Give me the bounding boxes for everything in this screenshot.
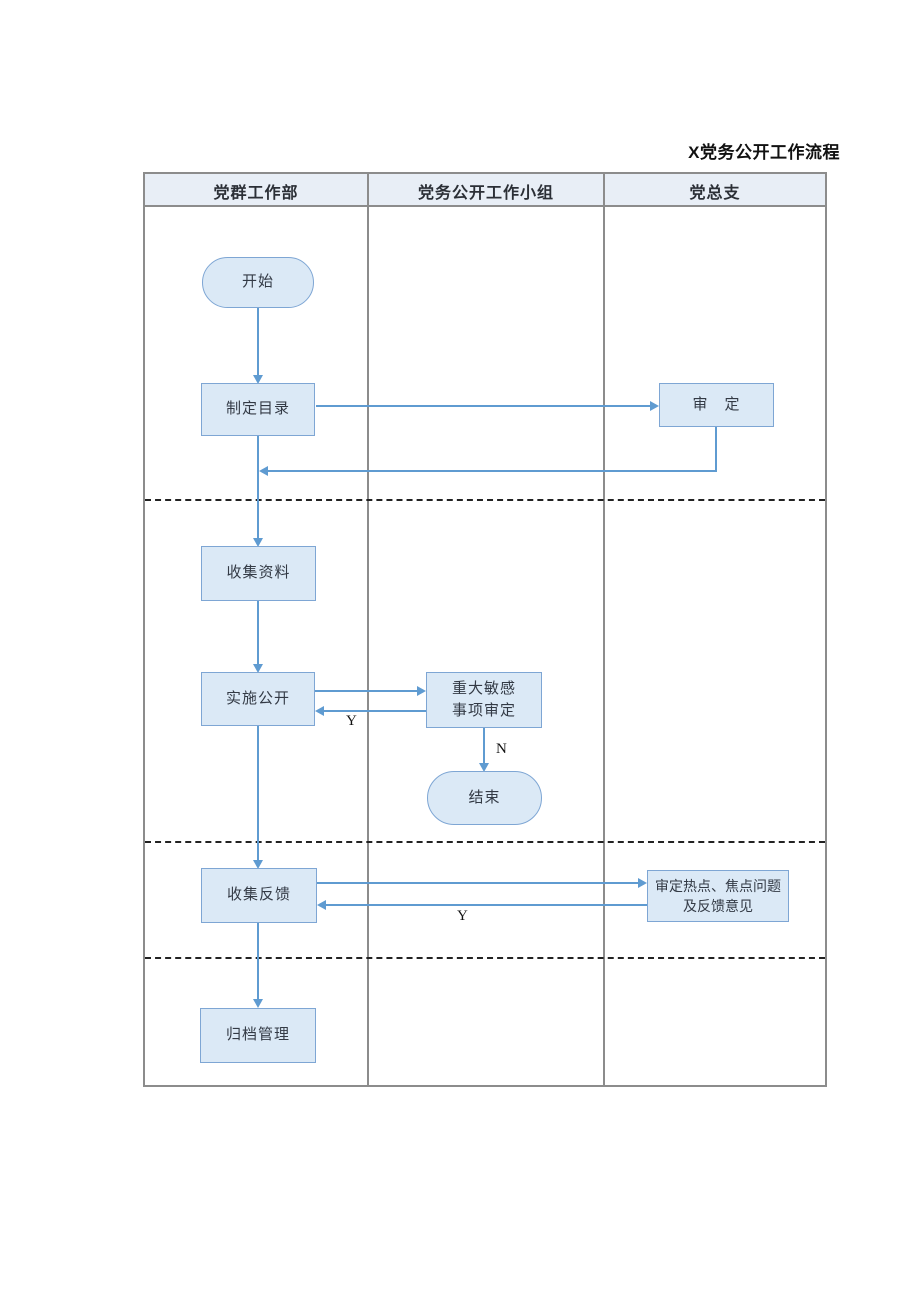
node-start: 开始 (202, 257, 314, 308)
node-collect-feedback: 收集反馈 (201, 868, 317, 923)
node-major-sensitive-review: 重大敏感 事项审定 (426, 672, 542, 728)
arrowhead-hot-issues-to-feedback (317, 900, 326, 910)
node-make-catalog: 制定目录 (201, 383, 315, 436)
edge-label-major-review-no: N (496, 741, 507, 757)
edge-catalog-to-review (316, 405, 651, 407)
arrowhead-major-review-to-implement (315, 706, 324, 716)
arrowhead-major-review-to-end (479, 763, 489, 772)
node-end: 结束 (427, 771, 542, 825)
swimlane-table-frame (143, 172, 827, 1087)
lane-header-dangzongzhi: 党总支 (689, 184, 741, 202)
node-archive-management: 归档管理 (200, 1008, 316, 1063)
edge-review-return-vertical (715, 427, 717, 471)
edge-major-review-to-end (483, 728, 485, 764)
arrowhead-catalog-to-materials (253, 538, 263, 547)
lane-header-row (145, 174, 825, 207)
edge-review-return-horizontal (267, 470, 717, 472)
arrowhead-feedback-to-hot-issues (638, 878, 647, 888)
node-review-hot-issues: 审定热点、焦点问题 及反馈意见 (647, 870, 789, 922)
flowchart-title: X党务公开工作流程 (688, 143, 840, 162)
node-collect-materials: 收集资料 (201, 546, 316, 601)
edge-label-major-review-yes: Y (346, 713, 357, 729)
lane-header-dangqun: 党群工作部 (213, 184, 299, 202)
phase-divider-1 (145, 499, 825, 501)
edge-major-review-to-implement (324, 710, 426, 712)
arrowhead-review-return (259, 466, 268, 476)
edge-hot-issues-to-feedback (326, 904, 647, 906)
edge-implement-to-feedback (257, 726, 259, 862)
phase-divider-3 (145, 957, 825, 959)
node-implement-disclosure: 实施公开 (201, 672, 315, 726)
arrowhead-materials-to-implement (253, 664, 263, 673)
lane-separator-2 (603, 174, 605, 1085)
edge-label-feedback-yes: Y (457, 908, 468, 924)
lane-separator-1 (367, 174, 369, 1085)
node-review: 审 定 (659, 383, 774, 427)
edge-feedback-to-archive (257, 923, 259, 1000)
edge-catalog-to-materials (257, 436, 259, 539)
arrowhead-start-to-catalog (253, 375, 263, 384)
edge-materials-to-implement (257, 601, 259, 665)
arrowhead-catalog-to-review (650, 401, 659, 411)
edge-implement-to-major-review (315, 690, 419, 692)
edge-feedback-to-hot-issues (317, 882, 640, 884)
arrowhead-feedback-to-archive (253, 999, 263, 1008)
lane-header-gongkai-xiaozu: 党务公开工作小组 (417, 184, 554, 202)
arrowhead-implement-to-feedback (253, 860, 263, 869)
arrowhead-implement-to-major-review (417, 686, 426, 696)
phase-divider-2 (145, 841, 825, 843)
edge-start-to-catalog (257, 308, 259, 376)
